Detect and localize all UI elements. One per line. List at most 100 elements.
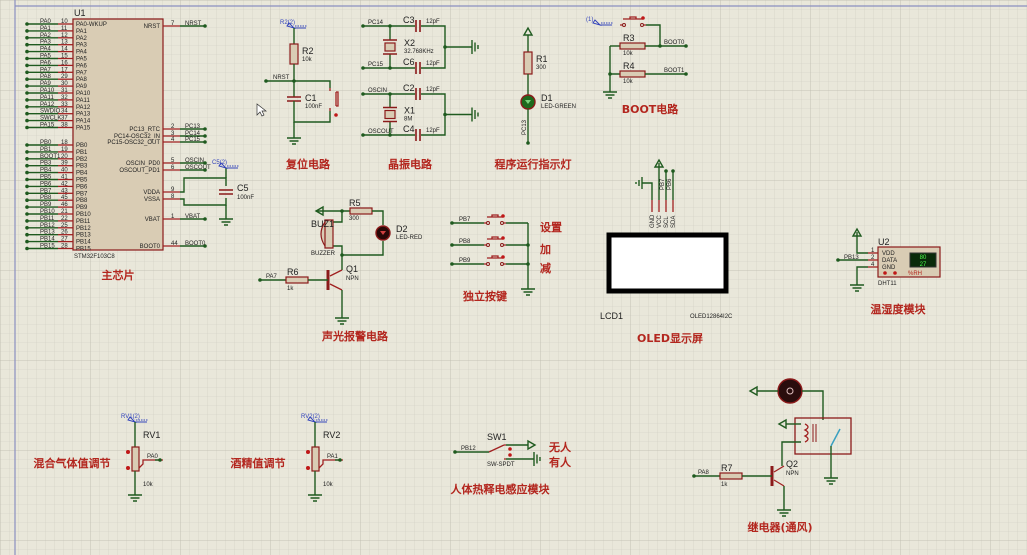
wire[interactable] — [642, 182, 653, 200]
dht-readout — [909, 252, 937, 268]
mcu-net-label: PB6 — [40, 181, 52, 187]
d1-ref: D1 — [541, 93, 553, 103]
key-button-1[interactable] — [484, 214, 506, 225]
boot-button[interactable] — [620, 16, 646, 27]
key-button-2[interactable] — [484, 236, 506, 247]
resistor-r4[interactable] — [619, 70, 646, 78]
c5-probe[interactable] — [218, 162, 239, 170]
wire[interactable] — [856, 232, 868, 254]
capacitor-icon[interactable] — [219, 189, 233, 195]
rv2-probe[interactable] — [307, 416, 328, 424]
probe-label: (1) — [586, 17, 593, 23]
pot-net-label: PA1 — [327, 454, 339, 460]
probe-icon — [592, 19, 612, 27]
ground-icon — [219, 213, 233, 226]
capacitor-icon[interactable] — [415, 62, 421, 74]
junction-dot — [453, 450, 457, 454]
mcu-pin-name: PA0-WKUP — [76, 22, 107, 28]
crystal-net-label: PC14 — [368, 20, 384, 26]
resistor-r6[interactable] — [285, 276, 309, 284]
wire[interactable] — [333, 211, 343, 223]
reset-button[interactable] — [329, 88, 339, 117]
junction-dot — [671, 169, 675, 173]
probe-icon — [286, 22, 306, 30]
wire[interactable] — [266, 80, 331, 88]
junction-dot — [25, 246, 29, 251]
vssa-wire[interactable] — [180, 198, 227, 206]
resistor-r5[interactable] — [349, 207, 373, 215]
button-body — [484, 236, 506, 246]
mcu-pin-name: PA14 — [76, 119, 91, 125]
oled-title: OLED显示屏 — [637, 332, 703, 345]
mcu-pin-name: PA11 — [76, 98, 90, 104]
q2-value: NPN — [786, 471, 799, 477]
mcu-net-label: PA1 — [40, 26, 52, 32]
oled-display[interactable] — [606, 232, 729, 294]
key-button-3[interactable] — [484, 255, 506, 266]
crystal-ref: X2 — [404, 38, 415, 48]
arrow — [653, 158, 665, 168]
mcu-pin-number: 2 — [171, 124, 175, 130]
mcu-pin-number: 41 — [61, 175, 68, 181]
mcu-pin-number: 15 — [61, 54, 68, 60]
pir-label-present: 有人 — [549, 455, 572, 469]
ground-symbol — [466, 107, 479, 122]
reset-probe[interactable] — [286, 22, 307, 30]
mcu-net-label: PB15 — [40, 244, 55, 250]
dht-button-up[interactable] — [893, 271, 897, 275]
dht-humidity-value: 80 — [920, 255, 927, 261]
dht-button-down[interactable] — [883, 271, 887, 275]
rv2-potentiometer[interactable] — [311, 446, 320, 472]
capacitor-icon[interactable] — [415, 88, 421, 100]
wire[interactable] — [802, 390, 824, 420]
wire[interactable] — [342, 241, 384, 256]
mcu-net-label: PA6 — [40, 60, 52, 66]
rv1-potentiometer[interactable] — [131, 446, 140, 472]
resistor-r3[interactable] — [619, 42, 646, 50]
junction-dot — [25, 239, 29, 244]
crystal-x2[interactable] — [384, 42, 396, 52]
resistor-r7[interactable] — [719, 472, 743, 480]
wire[interactable] — [333, 245, 343, 270]
vdda-wire[interactable] — [180, 177, 227, 193]
pir-title: 人体热释电感应模块 — [451, 482, 551, 496]
d2-ref: D2 — [396, 224, 408, 234]
ground-icon — [521, 283, 535, 296]
mcu-net-label: PC13 — [185, 124, 201, 130]
mouse-cursor-icon — [256, 103, 268, 117]
crystal-x1[interactable] — [384, 109, 396, 120]
wire[interactable] — [781, 441, 801, 466]
junction-dot — [361, 92, 365, 96]
probe-label: R2(2) — [280, 20, 295, 26]
r3-value: 10k — [623, 51, 634, 57]
fan-motor-icon[interactable] — [777, 378, 803, 404]
relay[interactable] — [794, 417, 852, 455]
junction-dot — [203, 217, 207, 221]
buz1-value: BUZZER — [311, 251, 336, 257]
mcu-body[interactable] — [72, 18, 164, 251]
mcu-net-label: PB7 — [40, 188, 52, 194]
wire[interactable] — [372, 210, 384, 225]
dht-pin-number: 2 — [871, 255, 875, 261]
wire[interactable] — [646, 24, 661, 46]
wire[interactable] — [856, 266, 868, 279]
mcu-pin-number: 42 — [61, 181, 68, 187]
capacitor-icon[interactable] — [415, 20, 421, 32]
mcu-pin-name: PB6 — [76, 184, 88, 190]
buzzer-icon[interactable] — [320, 219, 334, 249]
u2-ref: U2 — [878, 237, 890, 247]
wire[interactable] — [293, 101, 331, 123]
mcu-pin-name: PB14 — [76, 240, 91, 246]
led-glyph — [525, 100, 531, 104]
junction-dot — [450, 262, 454, 266]
mcu-net-label: PA8 — [40, 74, 52, 80]
capacitor-icon[interactable] — [415, 129, 421, 141]
mcu-pin-name: PB15 — [76, 247, 91, 253]
rv1-probe[interactable] — [127, 416, 148, 424]
resistor-r2[interactable] — [289, 43, 299, 65]
boot-probe[interactable] — [592, 19, 613, 27]
spdt-switch[interactable] — [488, 444, 512, 460]
resistor-r1[interactable] — [523, 51, 533, 75]
